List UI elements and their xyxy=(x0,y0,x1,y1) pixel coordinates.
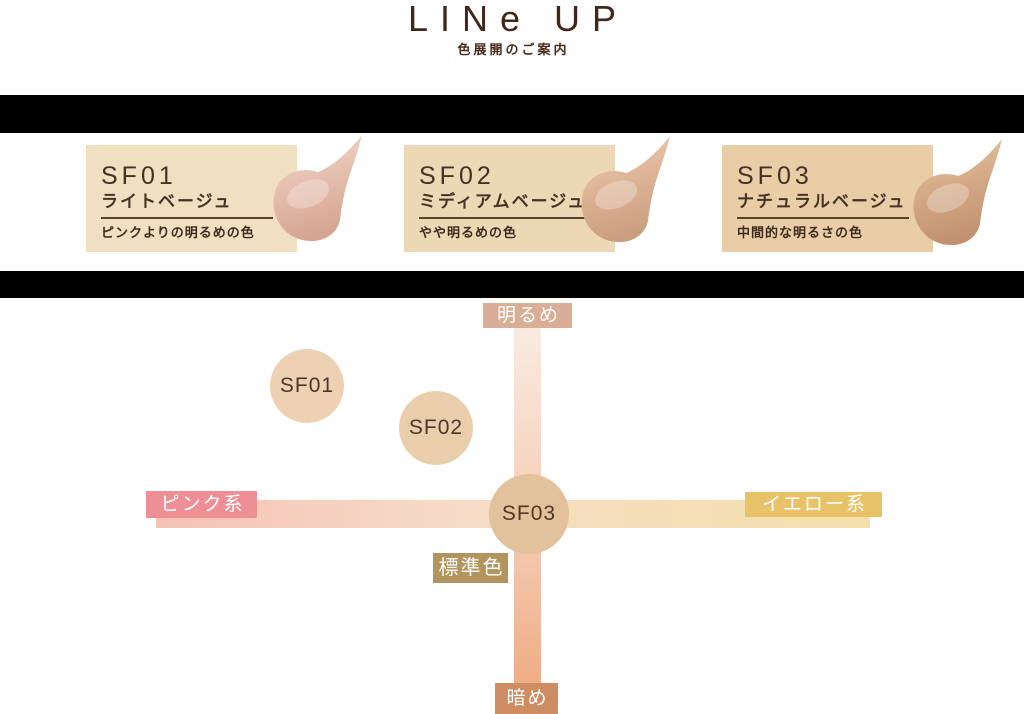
shade-name: ライトベージュ xyxy=(101,192,233,211)
separator-band-bottom xyxy=(0,271,1024,298)
shade-card-sf01: SF01 ライトベージュ ピンクよりの明るめの色 xyxy=(86,145,297,252)
standard-color-badge: 標準色 xyxy=(433,553,508,583)
shade-description: やや明るめの色 xyxy=(419,225,518,240)
lineup-subtitle: 色展開のご案内 xyxy=(457,42,570,57)
shade-name: ミディアムベージュ xyxy=(419,192,587,211)
shade-code: SF01 xyxy=(101,162,177,190)
foundation-smear-icon xyxy=(581,136,670,243)
axis-label-brighter: 明るめ xyxy=(483,303,572,328)
card-divider xyxy=(101,217,273,219)
shade-card-sf02: SF02 ミディアムベージュ やや明るめの色 xyxy=(404,145,615,252)
shade-name: ナチュラルベージュ xyxy=(737,192,907,211)
axis-label-yellow: イエロー系 xyxy=(745,492,882,517)
shade-code: SF02 xyxy=(419,162,495,190)
shade-point-sf03: SF03 xyxy=(489,474,569,554)
shade-point-sf01: SF01 xyxy=(270,349,344,423)
axis-label-pink: ピンク系 xyxy=(146,491,257,518)
axis-label-darker: 暗め xyxy=(495,683,558,714)
shade-description: ピンクよりの明るめの色 xyxy=(101,225,255,240)
shade-description: 中間的な明るさの色 xyxy=(737,225,864,240)
foundation-smear-icon xyxy=(273,135,362,242)
shade-code: SF03 xyxy=(737,162,813,190)
lineup-logo: LINe UP xyxy=(407,0,629,39)
card-divider xyxy=(419,217,591,219)
shade-point-sf02: SF02 xyxy=(399,391,473,465)
separator-band-top xyxy=(0,95,1024,133)
foundation-smear-icon xyxy=(913,139,1002,246)
shade-card-sf03: SF03 ナチュラルベージュ 中間的な明るさの色 xyxy=(722,145,933,252)
card-divider xyxy=(737,217,909,219)
